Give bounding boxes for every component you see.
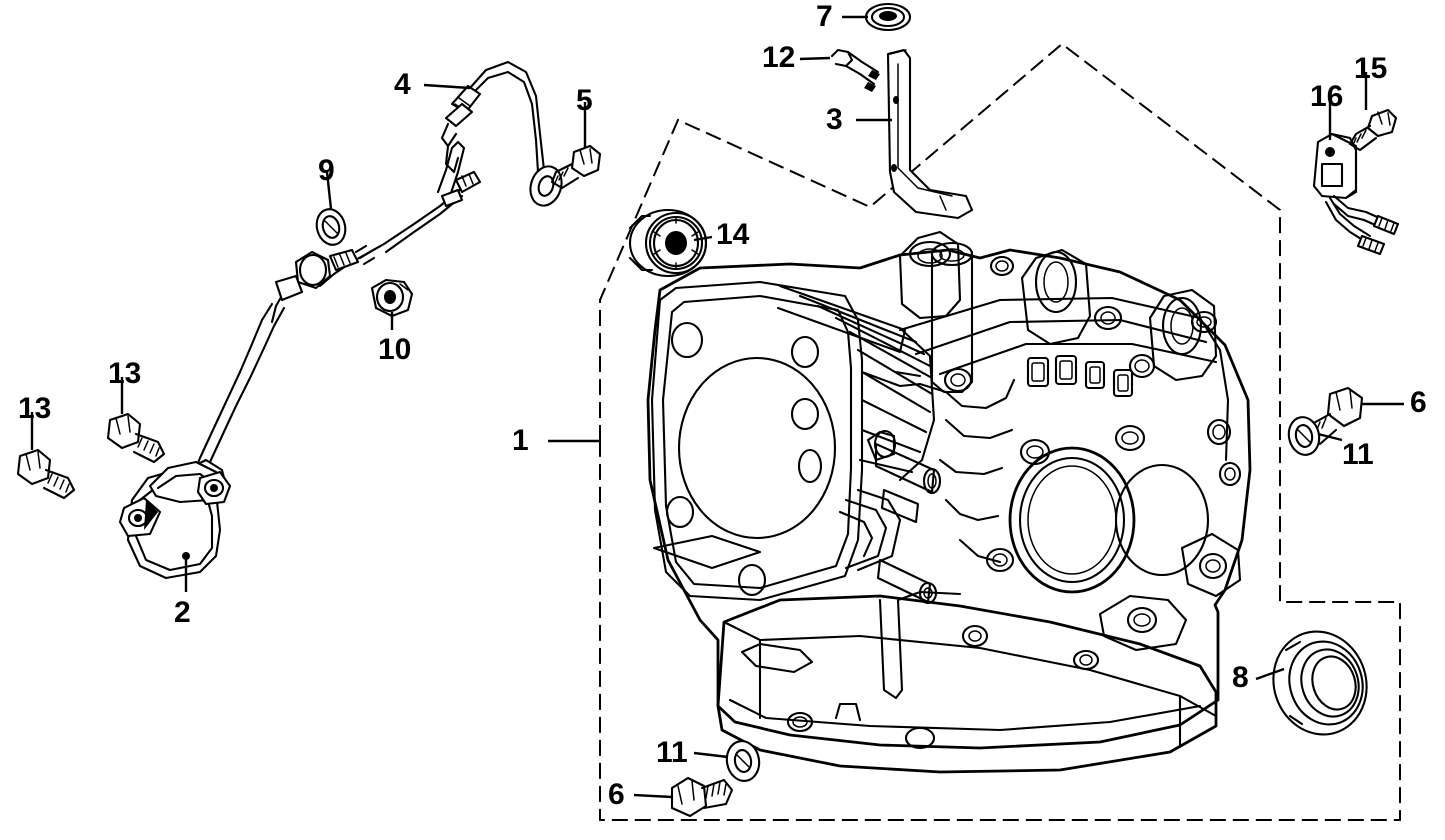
callout-label-2: 2	[174, 596, 191, 629]
callout-label-4: 4	[394, 68, 411, 101]
callout-label-12: 12	[762, 41, 796, 74]
washer-part-7	[864, 2, 912, 32]
flange-bolt-part-5	[550, 144, 602, 190]
sealing-washer-part-11-bottom	[725, 740, 761, 782]
callout-label-14: 14	[716, 218, 750, 251]
oil-level-switch	[1312, 132, 1400, 256]
flange-bolt-part-13-upper	[106, 412, 166, 464]
callout-label-15: 15	[1354, 52, 1388, 85]
callout-label-5: 5	[576, 84, 593, 117]
callout-label-7: 7	[816, 0, 833, 33]
flange-bolt-part-6-bottom	[670, 776, 734, 818]
ball-bearing-part	[628, 208, 708, 278]
cotter-pin	[830, 48, 880, 92]
callout-leaders	[30, 15, 1404, 799]
group-boundary-dashed	[599, 42, 1401, 821]
cable-nut-part-10	[370, 278, 414, 318]
callout-label-13-lower: 13	[18, 392, 52, 425]
oil-seal-part	[1272, 630, 1368, 736]
callout-label-11: 11	[1342, 438, 1374, 471]
callout-label-9: 9	[318, 154, 335, 187]
callout-label-3: 3	[826, 103, 843, 136]
flange-bolt-part-13-lower	[16, 448, 76, 500]
throttle-cable-assembly	[180, 140, 482, 502]
crankcase-cylinder-block	[646, 230, 1252, 774]
callout-label-11-bottom: 11	[656, 736, 688, 769]
callout-label-1: 1	[512, 424, 529, 457]
callout-label-13: 13	[108, 357, 142, 390]
callout-label-10: 10	[378, 333, 412, 366]
screw-part-15	[1348, 108, 1398, 152]
governor-arm-rod	[886, 48, 974, 220]
callout-label-8: 8	[1232, 661, 1249, 694]
sealing-washer-part-11-right	[1287, 416, 1321, 456]
callout-label-16: 16	[1310, 80, 1344, 113]
sealing-washer-part-9	[315, 208, 347, 246]
callout-label-6-bottom: 6	[608, 778, 625, 811]
oil-alert-unit	[118, 460, 232, 580]
callout-label-6: 6	[1410, 386, 1427, 419]
